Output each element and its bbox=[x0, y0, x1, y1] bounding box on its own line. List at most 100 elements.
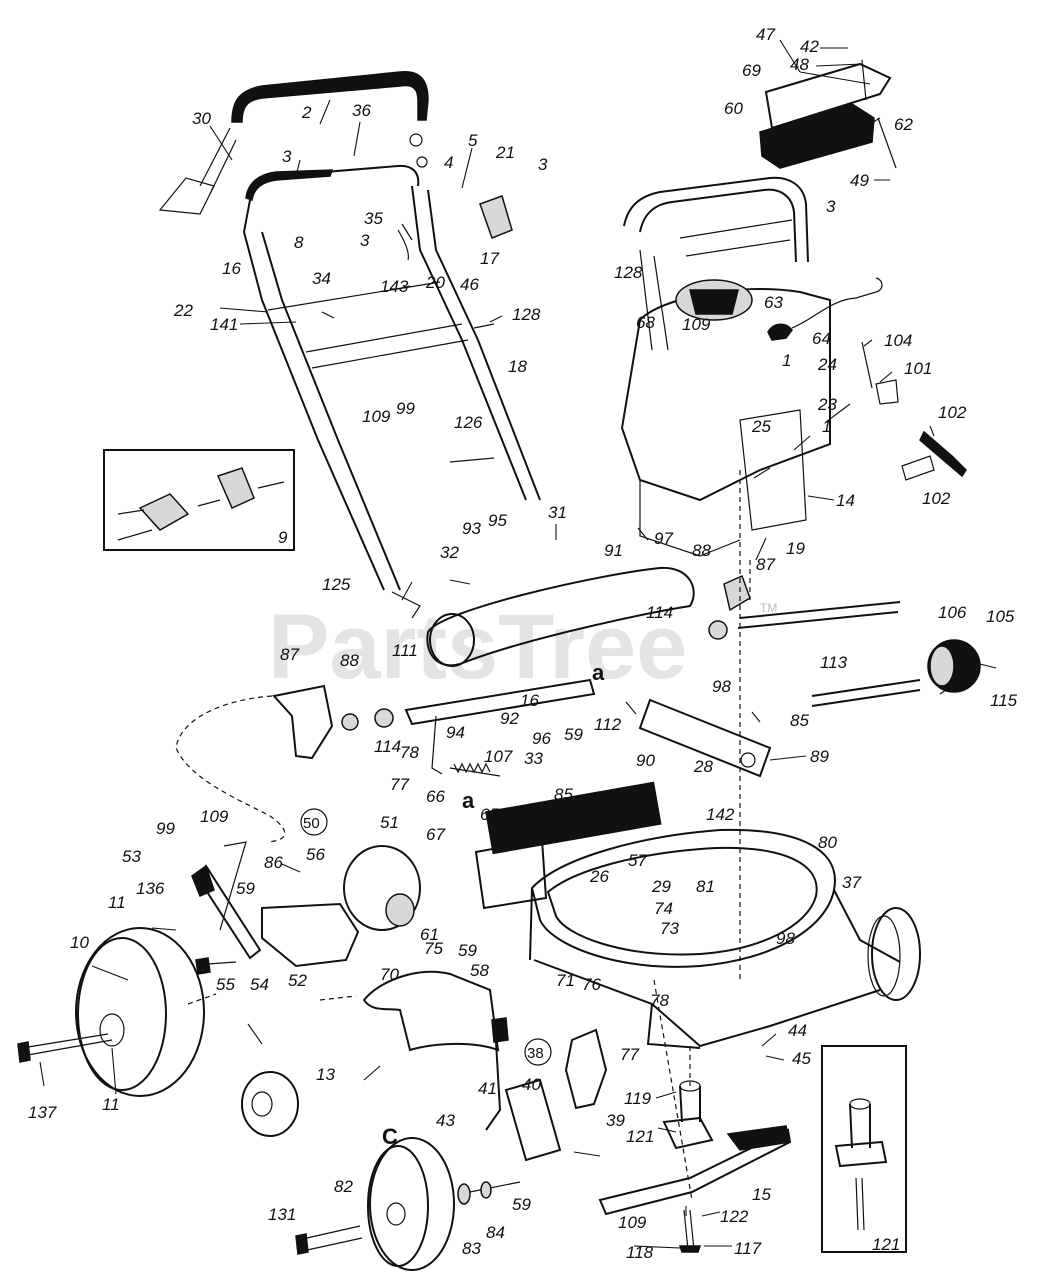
callout-14: 14 bbox=[836, 491, 855, 510]
callout-82: 82 bbox=[334, 1177, 353, 1196]
callout-62: 62 bbox=[894, 115, 913, 134]
callout-117: 117 bbox=[734, 1239, 762, 1258]
callout-114-left: 114 bbox=[374, 737, 401, 756]
inset-box-9 bbox=[103, 449, 295, 551]
callout-78-upper: 78 bbox=[400, 743, 419, 762]
callout-36: 36 bbox=[352, 101, 371, 120]
callout-119: 119 bbox=[624, 1089, 652, 1108]
callout-88-right: 88 bbox=[692, 541, 711, 560]
callout-83: 83 bbox=[462, 1239, 481, 1258]
callout-20: 20 bbox=[425, 273, 445, 292]
callout-5: 5 bbox=[468, 131, 478, 150]
callout-3-starter: 3 bbox=[826, 197, 836, 216]
marker-a-upper: a bbox=[592, 660, 605, 685]
callout-59-wheel: 59 bbox=[512, 1195, 531, 1214]
callout-59-bracket: 59 bbox=[236, 879, 255, 898]
callout-32: 32 bbox=[440, 543, 459, 562]
callout-43: 43 bbox=[436, 1111, 455, 1130]
callout-105: 105 bbox=[986, 607, 1015, 626]
callout-76: 76 bbox=[582, 975, 601, 994]
inset-121-label: 121 bbox=[872, 1235, 900, 1254]
callout-59-upper: 59 bbox=[564, 725, 583, 744]
callout-65: 65 bbox=[480, 805, 499, 824]
callout-137: 137 bbox=[28, 1103, 57, 1122]
rear-axle-drive bbox=[272, 566, 981, 778]
callout-2: 2 bbox=[301, 103, 312, 122]
callout-57: 57 bbox=[628, 851, 647, 870]
callout-21: 21 bbox=[495, 143, 515, 162]
callout-16-axle: 16 bbox=[520, 691, 539, 710]
callout-60: 60 bbox=[724, 99, 743, 118]
callout-45: 45 bbox=[792, 1049, 811, 1068]
callout-118: 118 bbox=[626, 1243, 654, 1262]
callout-3: 3 bbox=[282, 147, 292, 166]
callout-54: 54 bbox=[250, 975, 269, 994]
callout-70: 70 bbox=[380, 965, 399, 984]
callout-81: 81 bbox=[696, 877, 715, 896]
callout-35: 35 bbox=[364, 209, 383, 228]
upper-handle-assembly bbox=[158, 71, 541, 619]
callout-58: 58 bbox=[470, 961, 489, 980]
front-wheel-blade-assembly bbox=[295, 1017, 907, 1271]
callout-89: 89 bbox=[810, 747, 829, 766]
callout-40: 40 bbox=[522, 1075, 541, 1094]
callout-109-lever: 109 bbox=[200, 807, 229, 826]
callout-122: 122 bbox=[720, 1207, 749, 1226]
callout-85-left: 85 bbox=[554, 785, 573, 804]
callout-47: 47 bbox=[756, 25, 775, 44]
callout-85-right: 85 bbox=[790, 711, 809, 730]
callout-19: 19 bbox=[786, 539, 805, 558]
callout-51: 51 bbox=[380, 813, 399, 832]
callout-101: 101 bbox=[904, 359, 932, 378]
callout-53: 53 bbox=[122, 847, 141, 866]
callout-11-lower: 11 bbox=[102, 1095, 120, 1114]
callout-8: 8 bbox=[294, 233, 304, 252]
callout-48: 48 bbox=[790, 55, 809, 74]
callout-74: 74 bbox=[654, 899, 673, 918]
callout-77-lower: 77 bbox=[620, 1045, 639, 1064]
callout-126: 126 bbox=[454, 413, 483, 432]
battery-starter-assembly bbox=[623, 59, 897, 351]
callout-90: 90 bbox=[636, 751, 655, 770]
callout-97: 97 bbox=[654, 529, 673, 548]
callout-67: 67 bbox=[426, 825, 445, 844]
circled-marker-50: 50 bbox=[303, 815, 320, 832]
callout-3-upper: 3 bbox=[538, 155, 548, 174]
callout-98-deck: 98 bbox=[776, 929, 795, 948]
circled-marker-38: 38 bbox=[527, 1045, 544, 1062]
leader-lines bbox=[39, 39, 997, 1249]
inset-9-label: 9 bbox=[278, 528, 288, 547]
callout-1-lower: 1 bbox=[822, 417, 831, 436]
callout-104: 104 bbox=[884, 331, 912, 350]
callout-29: 29 bbox=[651, 877, 671, 896]
callout-107: 107 bbox=[484, 747, 513, 766]
callout-55: 55 bbox=[216, 975, 235, 994]
callout-24: 24 bbox=[817, 355, 837, 374]
partstree-watermark: PartsTree bbox=[268, 596, 687, 698]
callout-96: 96 bbox=[532, 729, 551, 748]
callout-86: 86 bbox=[264, 853, 283, 872]
callout-16-handle: 16 bbox=[222, 259, 241, 278]
callout-52: 52 bbox=[288, 971, 307, 990]
routing-lines bbox=[175, 470, 751, 1201]
callout-4: 4 bbox=[444, 153, 453, 172]
engine bbox=[620, 279, 967, 557]
callout-109-handle: 109 bbox=[362, 407, 391, 426]
watermark-tm: TM bbox=[760, 601, 777, 615]
callout-95: 95 bbox=[488, 511, 507, 530]
callout-17: 17 bbox=[480, 249, 499, 268]
callout-33: 33 bbox=[524, 749, 543, 768]
callout-10: 10 bbox=[70, 933, 89, 952]
callout-41: 41 bbox=[478, 1079, 497, 1098]
callout-61: 61 bbox=[420, 925, 439, 944]
callout-31: 31 bbox=[548, 503, 567, 522]
callout-112: 112 bbox=[594, 715, 622, 734]
callout-71: 71 bbox=[556, 971, 575, 990]
callout-142: 142 bbox=[706, 805, 735, 824]
callout-94: 94 bbox=[446, 723, 465, 742]
callout-78-lower: 78 bbox=[650, 991, 669, 1010]
callout-125: 125 bbox=[322, 575, 351, 594]
callout-42: 42 bbox=[800, 37, 819, 56]
callout-99-handle: 99 bbox=[396, 399, 415, 418]
